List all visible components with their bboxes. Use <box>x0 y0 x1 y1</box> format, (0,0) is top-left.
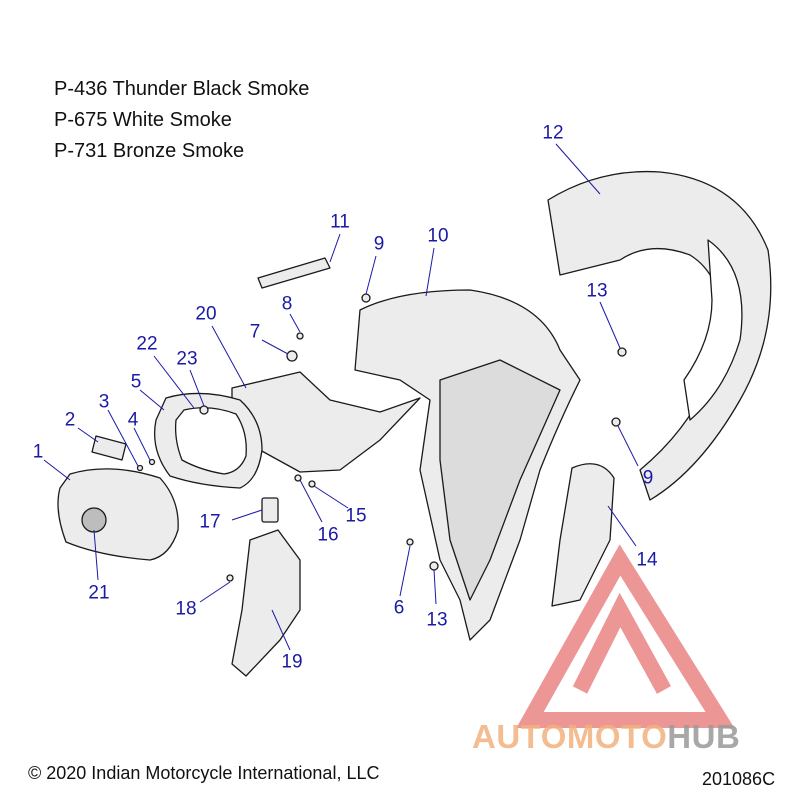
part-13-clip <box>617 347 627 357</box>
part-15-screw <box>308 480 316 488</box>
part-9-clip <box>361 293 371 303</box>
part-12-inner-window <box>683 239 743 421</box>
leader-19 <box>271 609 291 651</box>
leader-7 <box>261 339 289 355</box>
watermark-hub: HUB <box>667 718 741 755</box>
diagram-code: 201086C <box>702 769 776 789</box>
callout-13: 13 <box>426 609 448 631</box>
callout-10: 10 <box>427 225 449 247</box>
callout-21: 21 <box>88 582 110 604</box>
leader-3 <box>107 409 139 467</box>
legend-line: P-436 Thunder Black Smoke <box>54 78 310 100</box>
leader-22 <box>153 355 195 409</box>
callout-1: 1 <box>32 441 44 463</box>
leader-9b <box>617 425 639 467</box>
callout-12: 12 <box>542 122 564 144</box>
leader-13b <box>433 569 437 605</box>
part-23-grommet <box>199 405 209 415</box>
callout-3: 3 <box>98 391 110 413</box>
part-3-screw <box>136 464 144 472</box>
watermark-text: AUTOMOTOHUB <box>472 718 740 756</box>
leader-17 <box>231 509 263 521</box>
callout-22: 22 <box>136 333 158 355</box>
part-14-side-panel <box>551 463 615 607</box>
callout-8: 8 <box>281 293 293 315</box>
callout-7: 7 <box>249 321 261 343</box>
leader-23 <box>189 369 205 407</box>
leader-4 <box>133 427 151 461</box>
part-17-connector <box>261 497 279 523</box>
callout-4: 4 <box>127 409 139 431</box>
callout-2: 2 <box>64 409 76 431</box>
callout-5: 5 <box>130 371 142 393</box>
leader-14 <box>607 505 637 547</box>
callout-18: 18 <box>175 598 197 620</box>
callout-9: 9 <box>642 467 654 489</box>
leader-12 <box>555 143 601 195</box>
part-22-bezel-window <box>174 407 247 475</box>
part-6-screw <box>406 538 414 546</box>
leader-5 <box>139 389 165 411</box>
callout-16: 16 <box>317 524 339 546</box>
leader-2 <box>77 427 99 443</box>
legend-line: P-675 White Smoke <box>54 109 232 131</box>
part-1-gauge-cover <box>57 468 179 561</box>
part-2-plate <box>91 435 127 461</box>
callout-20: 20 <box>195 303 217 325</box>
leader-11 <box>329 233 341 263</box>
callout-19: 19 <box>281 651 303 673</box>
leader-10 <box>425 247 435 297</box>
leader-21 <box>93 529 99 581</box>
part-10-lower-panel <box>439 359 561 601</box>
callout-23: 23 <box>176 348 198 370</box>
leader-9a <box>365 255 377 295</box>
leader-1 <box>43 459 71 481</box>
part-21-gauge-dial <box>81 507 107 533</box>
part-16-screw <box>294 474 302 482</box>
part-7-grommet <box>286 350 298 362</box>
legend-line: P-731 Bronze Smoke <box>54 140 245 162</box>
part-4-screw <box>148 458 156 466</box>
callout-11: 11 <box>330 211 350 233</box>
part-11-trim-strip <box>257 257 331 289</box>
callout-9: 9 <box>373 233 385 255</box>
leader-16 <box>299 479 323 523</box>
callout-14: 14 <box>636 549 658 571</box>
leader-8 <box>289 313 301 333</box>
callout-17: 17 <box>199 511 221 533</box>
part-19-lower-bracket <box>231 529 301 677</box>
callout-15: 15 <box>345 505 367 527</box>
watermark-auto: AUTO <box>472 718 567 755</box>
watermark-triangle-logo <box>516 544 735 728</box>
leader-13a <box>599 301 621 349</box>
callout-6: 6 <box>393 597 405 619</box>
leader-20 <box>211 325 247 389</box>
copyright-notice: © 2020 Indian Motorcycle International, … <box>28 763 380 783</box>
leader-15 <box>313 485 349 509</box>
part-8-screw <box>296 332 304 340</box>
leader-6 <box>399 545 411 597</box>
watermark-moto: MOTO <box>566 718 668 755</box>
leader-18 <box>199 581 231 603</box>
callout-13: 13 <box>586 280 608 302</box>
part-9-clip-b <box>611 417 621 427</box>
part-13-clip-b <box>429 561 439 571</box>
part-18-screw <box>226 574 234 582</box>
